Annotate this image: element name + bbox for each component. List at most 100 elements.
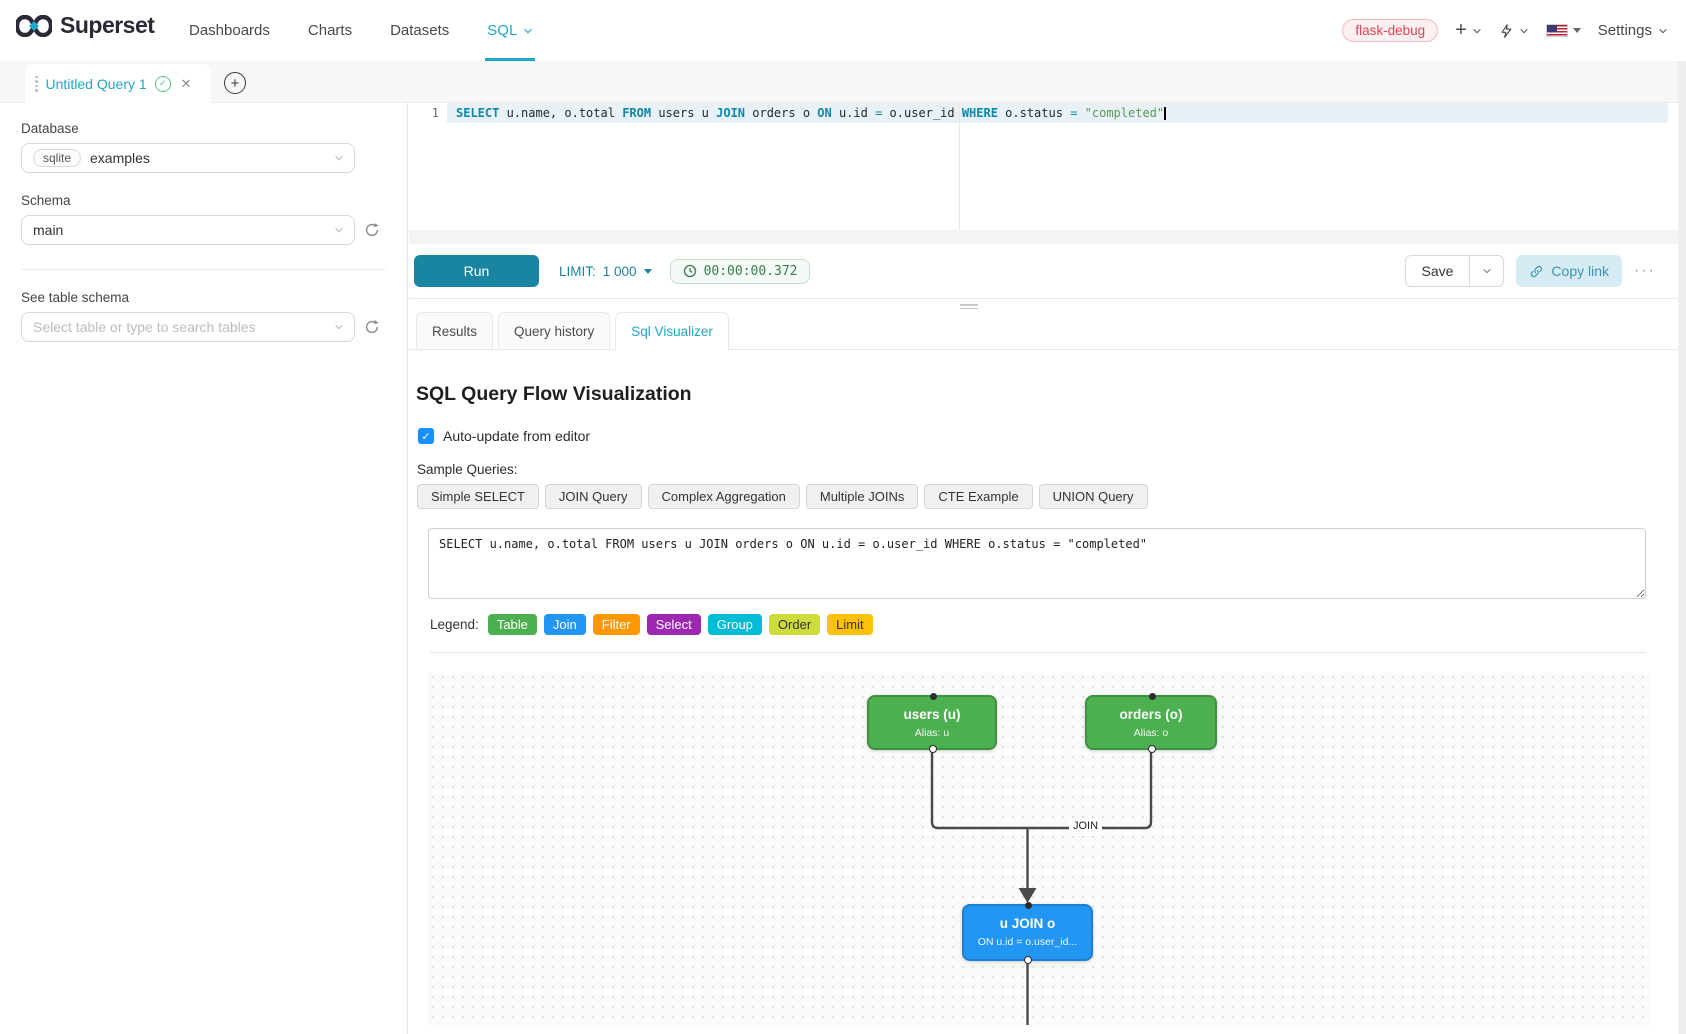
refresh-icon[interactable] <box>363 221 381 239</box>
run-button[interactable]: Run <box>414 255 539 287</box>
limit-dropdown[interactable]: LIMIT: 1 000 <box>559 264 652 279</box>
editor-code-line[interactable]: SELECT u.name, o.total FROM users u JOIN… <box>456 106 1166 120</box>
caret-down-icon <box>643 268 652 274</box>
database-select[interactable]: sqlite examples <box>21 143 355 173</box>
sqllab-sidebar: Database sqlite examples Schema main See… <box>0 103 408 1034</box>
flow-node-users[interactable]: users (u) Alias: u <box>867 693 997 753</box>
nav-item-dashboards[interactable]: Dashboards <box>187 0 272 61</box>
legend-chip-select: Select <box>646 614 701 635</box>
nav-item-label: SQL <box>487 22 518 39</box>
sql-editor[interactable]: 1 SELECT u.name, o.total FROM users u JO… <box>409 103 1678 230</box>
chevron-down-icon <box>335 227 343 233</box>
nav-item-label: Charts <box>307 22 353 39</box>
node-subtitle: ON u.id = o.user_id... <box>977 936 1078 948</box>
chevron-down-icon <box>335 324 343 330</box>
sample-query-union-query[interactable]: UNION Query <box>1038 484 1148 509</box>
sample-query-complex-aggregation[interactable]: Complex Aggregation <box>647 484 800 509</box>
nav-item-label: Dashboards <box>189 22 270 39</box>
top-navbar: Superset Dashboards Charts Datasets SQL fla… <box>0 0 1686 61</box>
visualizer-divider <box>430 652 1646 653</box>
table-schema-label: See table schema <box>21 290 130 305</box>
legend-label: Legend: <box>430 617 479 632</box>
new-query-tab-button[interactable]: + <box>224 72 246 94</box>
south-tabs-border <box>409 349 1678 350</box>
environment-badge: flask-debug <box>1342 19 1439 42</box>
legend-chip-table: Table <box>487 614 537 635</box>
plus-icon: + <box>1455 19 1467 41</box>
node-title: users (u) <box>903 707 961 722</box>
timer-value: 00:00:00.372 <box>703 263 798 279</box>
editor-active-line <box>447 103 1668 123</box>
more-menu-button[interactable]: ··· <box>1634 262 1656 279</box>
refresh-icon[interactable] <box>363 318 381 336</box>
node-handle[interactable] <box>1025 902 1032 909</box>
node-title: u JOIN o <box>999 916 1056 931</box>
chevron-down-icon <box>1473 28 1481 33</box>
node-title: orders (o) <box>1119 707 1183 722</box>
node-handle[interactable] <box>1148 745 1156 753</box>
database-value: examples <box>90 150 150 166</box>
flow-canvas[interactable]: JOIN users (u) Alias: u orders (o) Alias… <box>428 672 1650 1025</box>
nav-item-label: Datasets <box>390 22 450 39</box>
editor-bottom-strip <box>409 230 1678 244</box>
copy-link-button[interactable]: Copy link <box>1516 255 1623 287</box>
nav-item-sql[interactable]: SQL <box>485 0 536 61</box>
table-select[interactable]: Select table or type to search tables <box>21 312 355 342</box>
new-item-button[interactable]: + <box>1455 19 1482 42</box>
editor-gutter: 1 <box>409 103 447 230</box>
nav-item-datasets[interactable]: Datasets <box>388 0 451 61</box>
vertical-scrollbar[interactable] <box>1678 61 1686 1034</box>
schema-label: Schema <box>21 193 71 208</box>
settings-menu[interactable]: Settings <box>1598 22 1668 39</box>
auto-update-label: Auto-update from editor <box>443 428 591 444</box>
sqllab-main: 1 SELECT u.name, o.total FROM users u JO… <box>409 103 1678 1034</box>
close-icon[interactable]: ✕ <box>180 75 192 91</box>
lightning-icon <box>1501 23 1512 38</box>
infinity-logo-icon <box>16 14 52 37</box>
settings-label: Settings <box>1597 22 1652 39</box>
tab-sql-visualizer[interactable]: Sql Visualizer <box>615 312 729 350</box>
sample-query-multiple-joins[interactable]: Multiple JOINs <box>805 484 919 509</box>
tab-results[interactable]: Results <box>416 312 494 349</box>
auto-update-checkbox[interactable]: ✓ <box>418 428 434 444</box>
chevron-down-icon <box>1483 268 1491 274</box>
node-handle[interactable] <box>929 745 937 753</box>
pane-resize-handle[interactable] <box>960 302 978 311</box>
query-tabstrip: Untitled Query 1 ✓ ✕ + <box>0 61 1686 103</box>
sample-query-simple-select[interactable]: Simple SELECT <box>417 484 539 509</box>
main-nav-menu: Dashboards Charts Datasets SQL <box>187 0 536 61</box>
node-subtitle: Alias: u <box>914 727 950 739</box>
chevron-down-icon <box>335 155 343 161</box>
superset-logo[interactable]: Superset <box>16 12 155 39</box>
language-picker[interactable] <box>1545 24 1581 37</box>
schema-select[interactable]: main <box>21 215 355 245</box>
tab-query-history[interactable]: Query history <box>498 312 611 349</box>
legend-chip-order: Order <box>768 614 821 635</box>
query-tab[interactable]: Untitled Query 1 ✓ ✕ <box>25 64 211 103</box>
editor-toolbar: Run LIMIT: 1 000 00:00:00.372 Save Copy … <box>409 244 1678 299</box>
editor-print-margin <box>959 103 960 230</box>
query-shortcuts-button[interactable] <box>1499 22 1529 40</box>
nav-item-charts[interactable]: Charts <box>306 0 354 61</box>
flow-node-join[interactable]: u JOIN o ON u.id = o.user_id... <box>962 902 1093 964</box>
node-handle[interactable] <box>930 693 937 700</box>
save-dropdown-button[interactable] <box>1470 255 1505 287</box>
save-button[interactable]: Save <box>1404 255 1471 287</box>
link-icon <box>1531 265 1543 277</box>
query-input[interactable]: SELECT u.name, o.total FROM users u JOIN… <box>428 528 1646 599</box>
sample-query-join-query[interactable]: JOIN Query <box>544 484 642 509</box>
sample-queries-label: Sample Queries: <box>417 462 518 477</box>
drag-dots-icon[interactable] <box>35 75 38 92</box>
sample-query-cte-example[interactable]: CTE Example <box>924 484 1033 509</box>
text-cursor <box>1164 107 1166 120</box>
copy-link-label: Copy link <box>1551 263 1610 279</box>
node-handle[interactable] <box>1024 956 1032 964</box>
chevron-down-icon <box>1659 28 1667 33</box>
query-timer: 00:00:00.372 <box>669 258 811 284</box>
node-handle[interactable] <box>1149 693 1156 700</box>
flow-node-orders[interactable]: orders (o) Alias: o <box>1085 693 1217 753</box>
